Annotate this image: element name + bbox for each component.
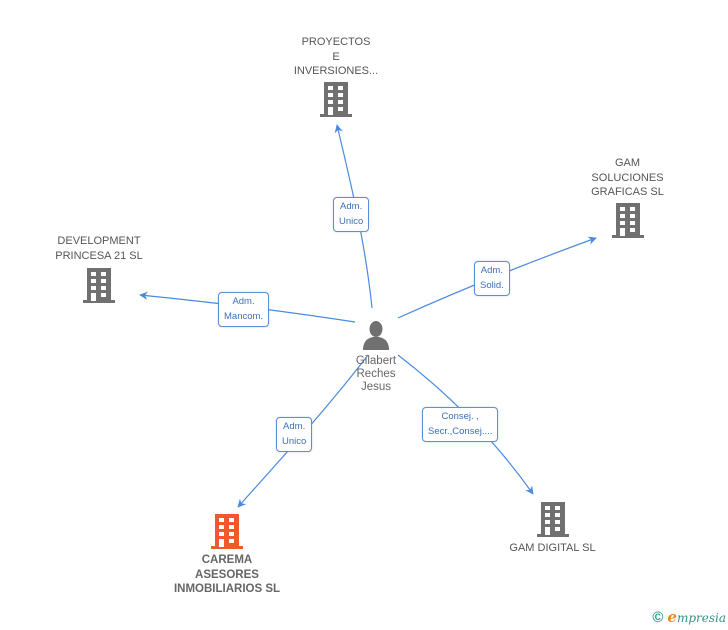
person-icon [363, 321, 389, 350]
building-icon [320, 81, 352, 117]
person-node[interactable]: Gilabert Reches Jesus [340, 320, 412, 394]
copyright-icon: © [652, 608, 664, 626]
company-name: GAM DIGITAL SL [509, 542, 596, 554]
building-icon [83, 268, 115, 303]
empresia-logo[interactable]: empresia [667, 608, 726, 626]
relation-label-development[interactable]: Adm. Mancom. [218, 292, 270, 327]
company-node-carema[interactable]: CAREMA ASESORES INMOBILIARIOS SL [162, 514, 292, 597]
company-name: DEVELOPMENT PRINCESA 21 SL [55, 235, 143, 262]
building-icon [536, 502, 569, 537]
company-node-gam-soluciones[interactable]: GAM SOLUCIONES GRAFICAS SL [580, 156, 675, 239]
company-name: GAM SOLUCIONES GRAFICAS SL [591, 157, 664, 198]
company-name: CAREMA ASESORES INMOBILIARIOS SL [173, 554, 281, 595]
building-icon [211, 514, 243, 549]
relation-label-gam-digital[interactable]: Consej. , Secr.,Consej.... [422, 407, 499, 442]
building-icon [611, 202, 644, 238]
relation-label-proyectos[interactable]: Adm. Unico [333, 197, 370, 232]
relation-label-gam-soluciones[interactable]: Adm. Solid. [474, 261, 510, 296]
company-name: PROYECTOS E INVERSIONES... [293, 36, 379, 77]
company-node-proyectos[interactable]: PROYECTOS E INVERSIONES... [276, 35, 396, 118]
company-node-gam-digital[interactable]: GAM DIGITAL SL [500, 502, 605, 556]
company-node-development[interactable]: DEVELOPMENT PRINCESA 21 SL [43, 234, 155, 304]
person-name: Gilabert Reches Jesus [355, 355, 397, 393]
copyright-footer: © empresia [652, 608, 726, 626]
relation-label-carema[interactable]: Adm. Unico [276, 417, 313, 452]
